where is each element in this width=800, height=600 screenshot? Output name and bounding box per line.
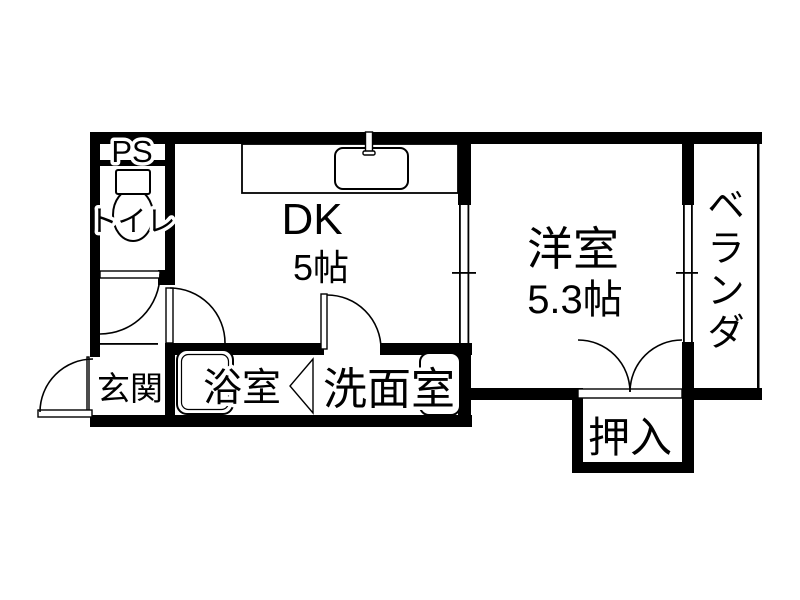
western-room-size-label: 5.3帖 [527,278,623,322]
wall-top [90,132,762,144]
wall-toilet-column-lower [165,343,175,427]
door-toilet [99,270,161,335]
wall-toilet-stub [158,270,175,285]
washroom-label: 洗面室 [323,365,455,414]
dk-label: DK [281,195,342,244]
wall-bottom-main [90,415,472,427]
faucet-spout [362,150,376,156]
kitchen-counter [241,131,459,194]
ps-label: PS [111,134,152,169]
veranda-label: ベ ラ ン ダ [708,185,745,353]
wall-dk-west-upper [458,144,471,205]
veranda-outer-edge [757,144,760,390]
wall-left [90,132,100,357]
svg-text:ン: ン [708,270,745,311]
entrance-step-line [100,343,158,345]
wall-dk-west-lower [458,343,471,427]
washing-machine-icon [419,352,461,416]
svg-text:ラ: ラ [708,228,745,269]
bathroom-label: 浴室 [203,367,281,410]
door-entrance [37,356,94,418]
svg-text:ベ: ベ [708,185,745,226]
toilet-tank [115,169,151,195]
folding-door-bathroom [289,357,314,415]
wall-closet-left [572,390,583,473]
bathtub-icon [176,349,234,415]
toilet-label: トイレ [88,206,175,238]
wall-west-veranda-upper [682,144,694,205]
wall-toilet-column-upper [165,132,175,285]
window-westroom-veranda [676,205,698,342]
entrance-label: 玄関 [97,370,163,407]
wall-westroom-bottom-left [458,388,583,400]
svg-text:ダ: ダ [708,312,745,353]
wall-closet-bottom [572,462,694,473]
western-room-label: 洋室 [527,223,619,275]
door-washroom [320,293,382,350]
toilet-icon [112,169,154,242]
window-dk-westroom [452,205,476,343]
wall-ps-divider [100,160,165,166]
door-closet-double [577,339,683,399]
wall-westroom-bottom-right [682,388,762,400]
wall-west-veranda-lower [682,342,694,473]
dk-size-label: 5帖 [293,247,349,288]
door-dk [165,287,226,344]
closet-label: 押入 [588,414,672,461]
